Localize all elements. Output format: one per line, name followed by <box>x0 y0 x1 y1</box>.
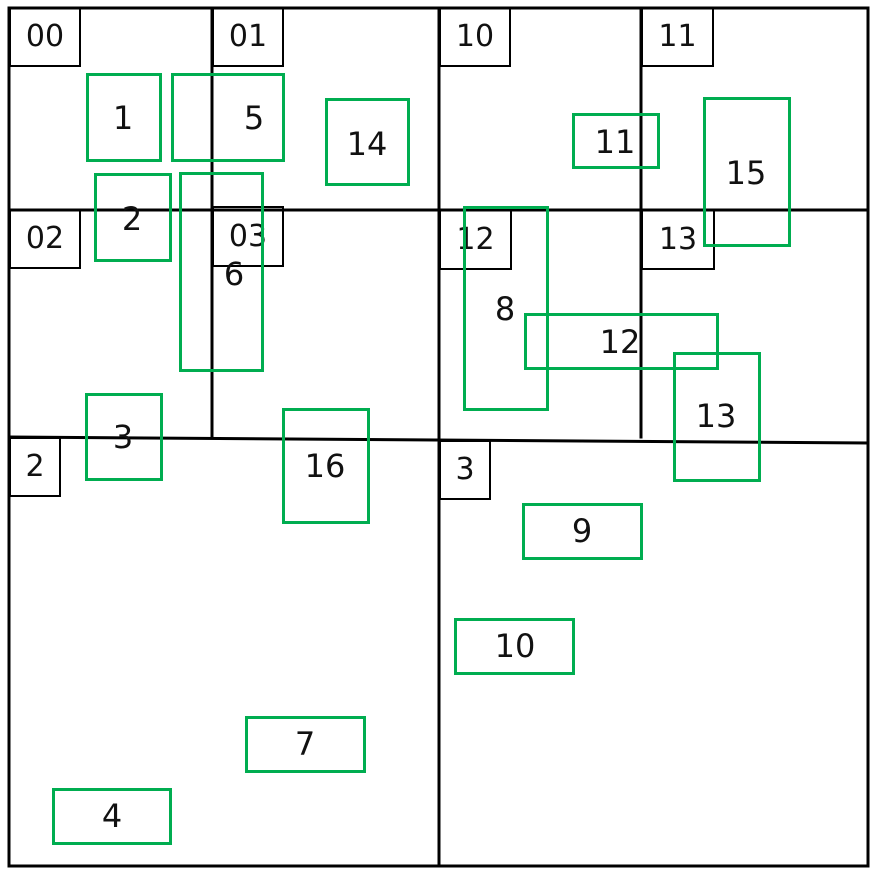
object-box-1 <box>86 73 162 162</box>
object-box-7 <box>245 716 366 773</box>
grid-line-mid-horizontal <box>7 435 870 445</box>
cell-label-02: 02 <box>9 209 81 269</box>
object-box-14 <box>325 98 410 186</box>
object-label-11: 11 <box>594 123 636 161</box>
object-box-9 <box>522 503 643 560</box>
object-box-2 <box>94 173 172 262</box>
cell-label-13: 13 <box>641 209 715 270</box>
cell-label-00: 00 <box>9 7 81 67</box>
object-label-12: 12 <box>599 323 641 361</box>
object-label-15: 15 <box>725 154 767 192</box>
object-label-1: 1 <box>112 99 134 137</box>
object-box-16 <box>282 408 370 524</box>
object-box-3 <box>85 393 163 481</box>
object-label-4: 4 <box>101 797 123 835</box>
cell-label-12: 12 <box>439 209 512 270</box>
cell-label-01: 01 <box>212 7 284 67</box>
object-label-5: 5 <box>243 99 265 137</box>
object-box-4 <box>52 788 172 845</box>
cell-label-3: 3 <box>439 440 491 500</box>
object-label-6: 6 <box>223 255 245 293</box>
object-label-8: 8 <box>494 290 516 328</box>
cell-label-03: 03 <box>212 206 284 267</box>
object-box-6 <box>179 172 264 372</box>
cell-label-11: 11 <box>641 7 714 67</box>
object-label-10: 10 <box>494 627 536 665</box>
cell-label-10: 10 <box>439 7 511 67</box>
object-box-10 <box>454 618 575 675</box>
object-label-2: 2 <box>121 200 143 238</box>
object-label-14: 14 <box>346 125 388 163</box>
object-box-15 <box>703 97 791 247</box>
object-label-9: 9 <box>571 512 593 550</box>
object-box-8 <box>463 206 549 411</box>
object-box-12 <box>524 313 719 370</box>
object-label-16: 16 <box>304 447 346 485</box>
object-box-11 <box>572 113 660 169</box>
object-label-13: 13 <box>695 397 737 435</box>
object-label-3: 3 <box>112 418 134 456</box>
object-box-5 <box>171 73 285 162</box>
object-box-13 <box>673 352 761 482</box>
cell-label-2: 2 <box>9 437 61 497</box>
object-label-7: 7 <box>294 725 316 763</box>
